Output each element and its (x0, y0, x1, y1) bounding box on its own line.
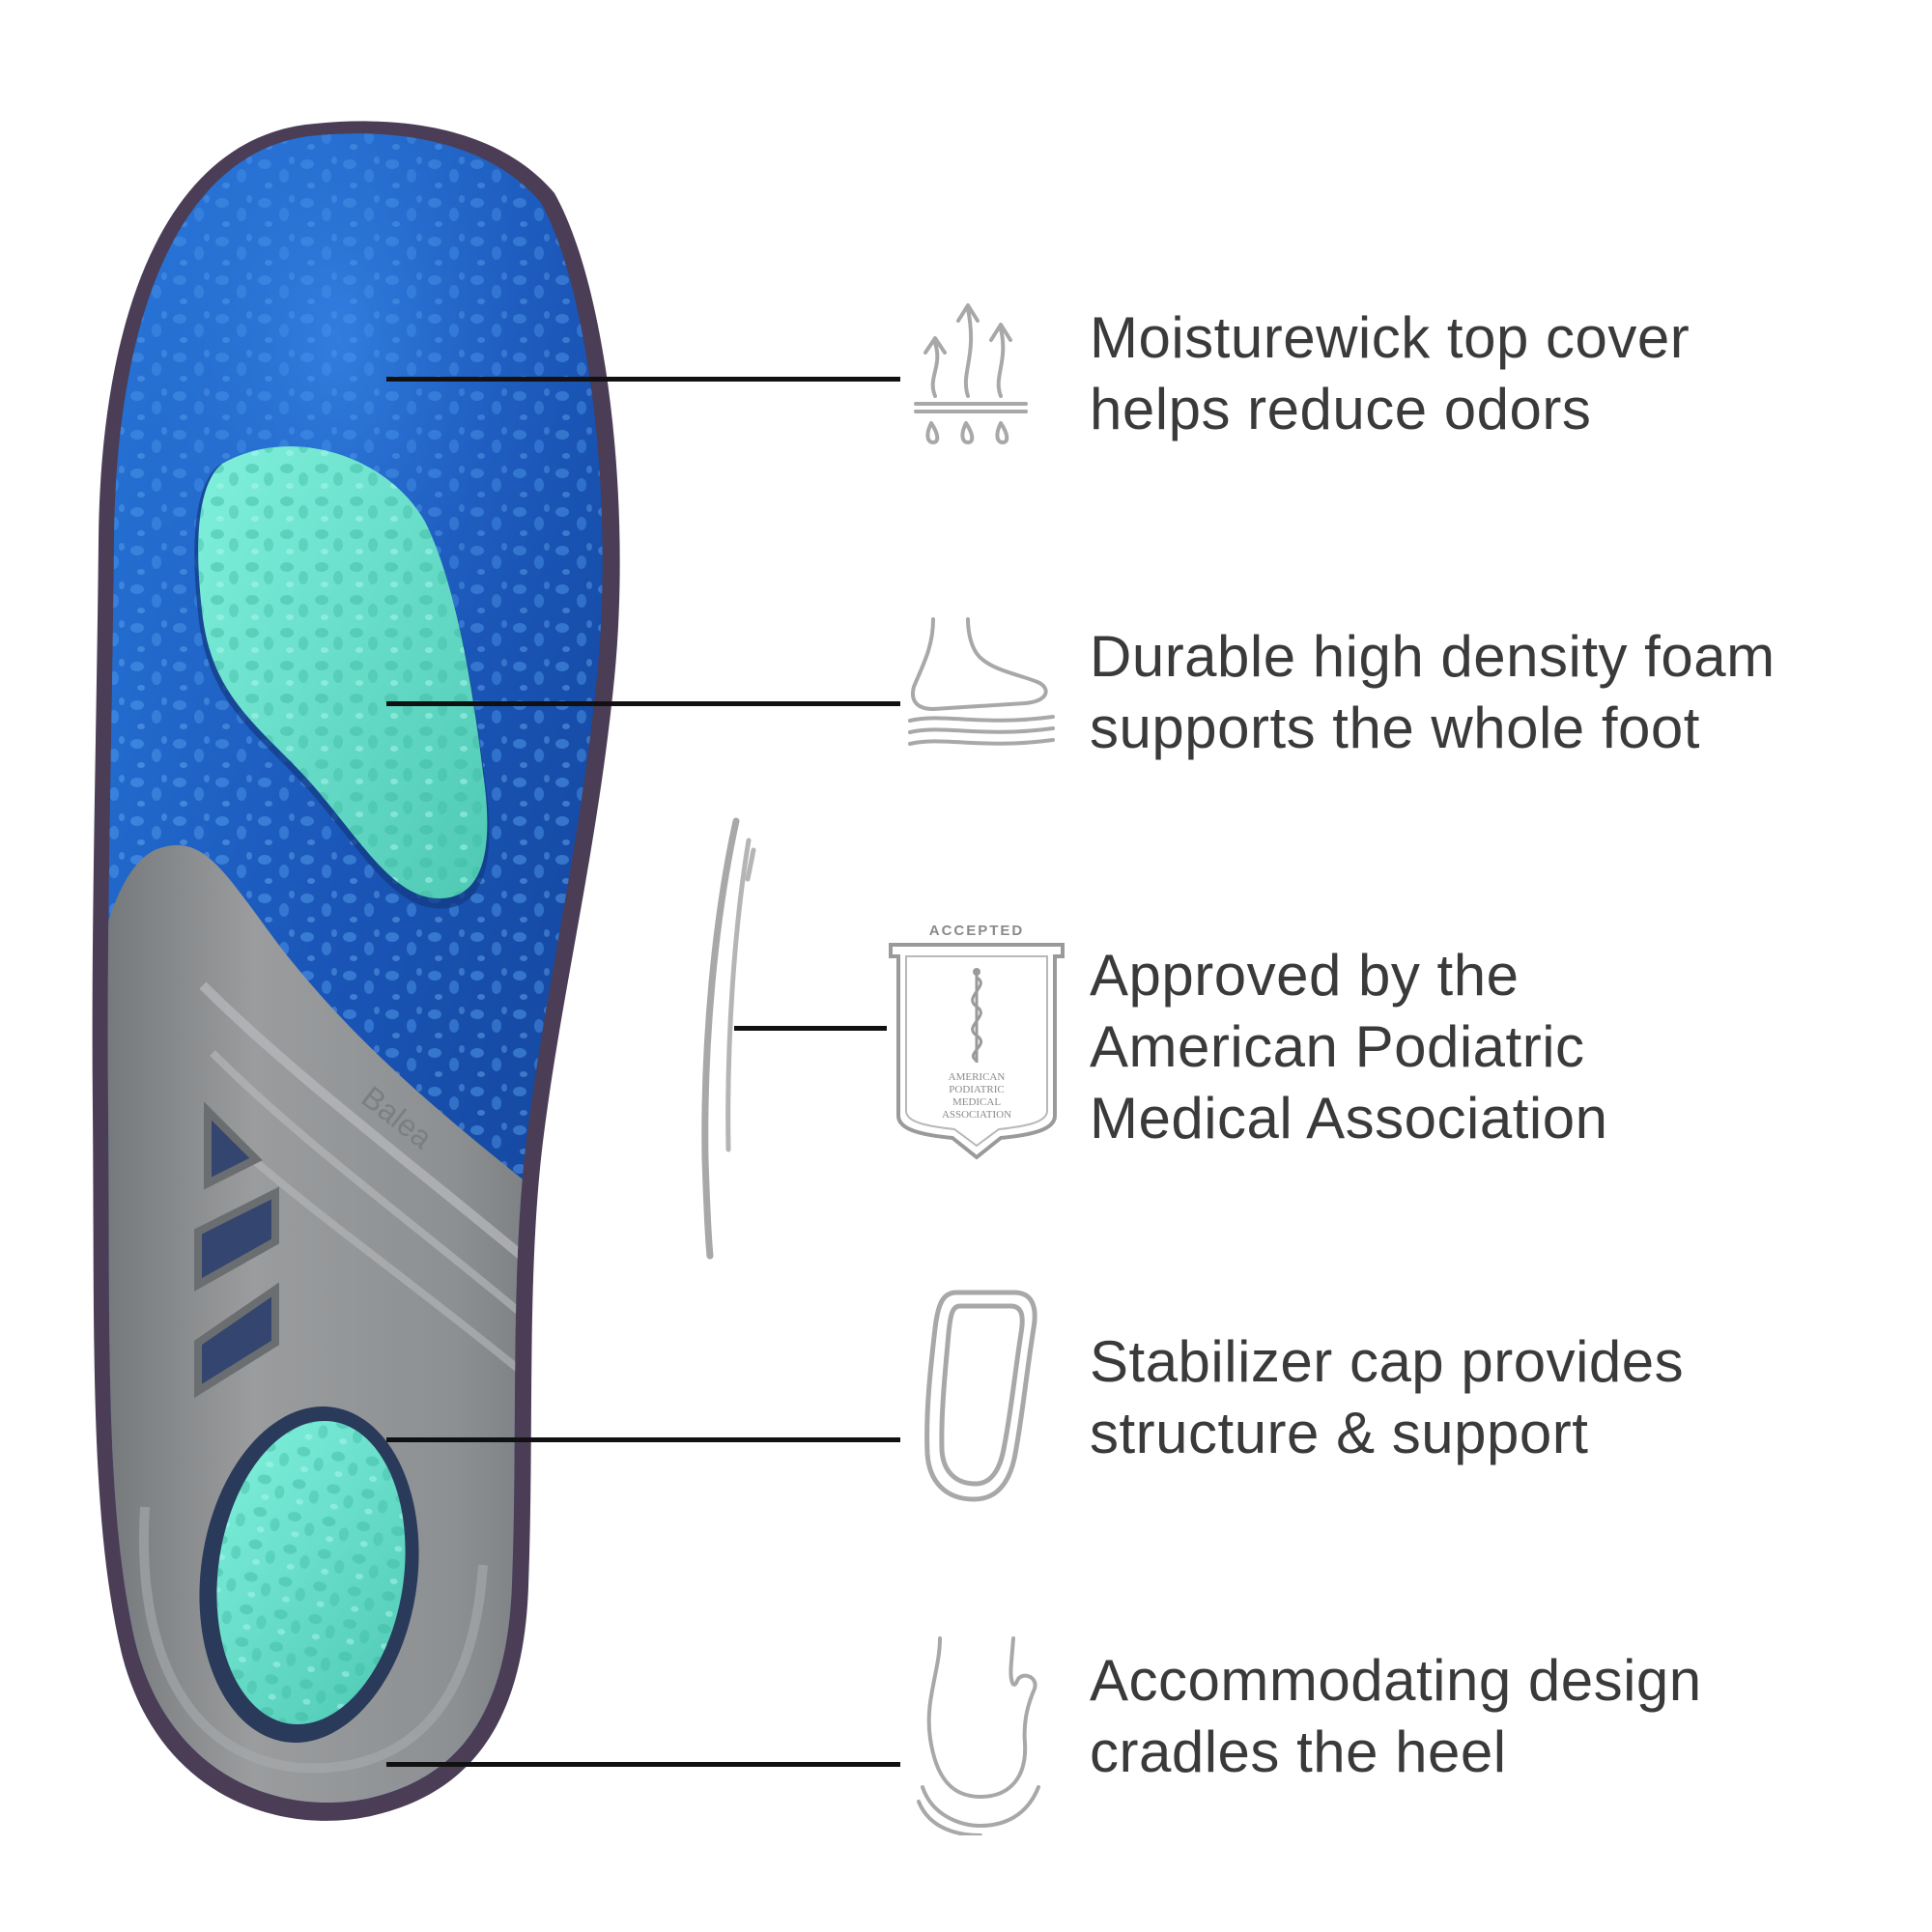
feature-foam: Durable high density foam supports the w… (1090, 621, 1901, 764)
feature-apma-line3: Medical Association (1090, 1086, 1608, 1151)
stabilizer-cap-icon (918, 1285, 1043, 1507)
feature-stabilizer-line2: structure & support (1090, 1401, 1589, 1465)
feature-apma-line1: Approved by the (1090, 943, 1520, 1008)
feature-foam-line1: Durable high density foam (1090, 624, 1776, 689)
leader-line-heel (386, 1762, 900, 1767)
seal-line-3: MEDICAL (952, 1096, 1001, 1108)
feature-apma: Approved by the American Podiatric Medic… (1090, 940, 1901, 1154)
feature-heel: Accommodating design cradles the heel (1090, 1645, 1901, 1788)
feature-stabilizer: Stabilizer cap provides structure & supp… (1090, 1326, 1901, 1469)
feature-top-cover: Moisturewick top cover helps reduce odor… (1090, 302, 1901, 445)
feature-top-cover-line2: helps reduce odors (1090, 377, 1592, 441)
heel-cradle-icon (913, 1633, 1048, 1835)
leader-line-stabilizer (386, 1437, 900, 1442)
seal-top-text: ACCEPTED (929, 923, 1025, 939)
feature-heel-line2: cradles the heel (1090, 1719, 1507, 1784)
feature-heel-line1: Accommodating design (1090, 1648, 1702, 1713)
feature-apma-line2: American Podiatric (1090, 1014, 1585, 1079)
seal-line-4: ASSOCIATION (942, 1109, 1011, 1121)
apma-seal-icon: ACCEPTED AMERICAN PODIATRIC MEDICAL ASSO… (885, 918, 1068, 1169)
leader-line-apma (734, 1026, 887, 1031)
feature-top-cover-line1: Moisturewick top cover (1090, 305, 1690, 370)
seal-line-1: AMERICAN (949, 1071, 1006, 1083)
feature-foam-line2: supports the whole foot (1090, 696, 1700, 760)
moisture-wicking-icon (908, 290, 1034, 454)
foot-foam-icon (904, 614, 1059, 750)
leader-line-foam (386, 701, 900, 706)
seal-line-2: PODIATRIC (949, 1084, 1004, 1095)
leader-line-top-cover (386, 377, 900, 382)
feature-stabilizer-line1: Stabilizer cap provides (1090, 1329, 1685, 1394)
